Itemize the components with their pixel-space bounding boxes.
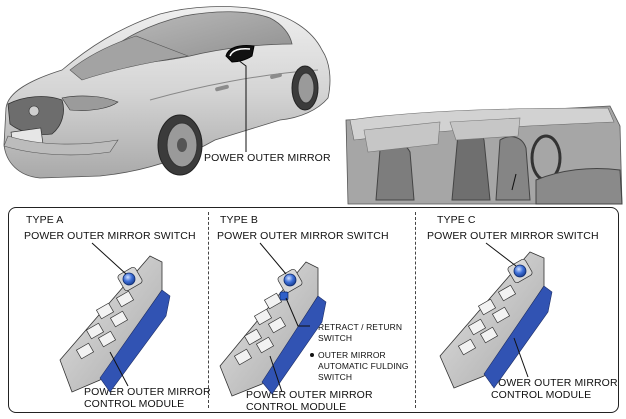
type-c-switch-panel — [439, 242, 553, 389]
type-c-heading: TYPE C — [437, 214, 476, 226]
type-b-switch-label: POWER OUTER MIRROR SWITCH — [217, 230, 389, 242]
type-a-module-label-line1: POWER OUTER MIRROR — [84, 386, 211, 398]
type-c-module-label-line1: POWER OUTER MIRROR — [491, 377, 618, 389]
auto-fold-bullet — [310, 353, 314, 357]
divider-a-b — [208, 212, 209, 408]
retract-switch-label-line2: SWITCH — [318, 333, 353, 343]
divider-b-c — [415, 212, 416, 408]
switch-types-panel — [8, 207, 619, 413]
type-b-module-label-line1: POWER OUTER MIRROR — [246, 389, 373, 401]
type-a-switch-label: POWER OUTER MIRROR SWITCH — [24, 230, 196, 242]
auto-fold-switch-label-line3: SWITCH — [318, 372, 353, 382]
type-c-switch-label: POWER OUTER MIRROR SWITCH — [427, 230, 599, 242]
power-outer-mirror-label: POWER OUTER MIRROR — [204, 152, 331, 164]
type-a-switch-panel — [59, 242, 171, 393]
type-c-module-label-line2: CONTROL MODULE — [491, 389, 592, 401]
type-a-module-label-line2: CONTROL MODULE — [84, 398, 185, 410]
retract-switch-label-line1: RETRACT / RETURN — [318, 322, 403, 332]
type-b-switch-panel — [219, 242, 327, 397]
type-b-heading: TYPE B — [220, 214, 258, 226]
car-illustration — [3, 6, 331, 179]
interior-illustration — [345, 105, 623, 205]
type-b-module-label-line2: CONTROL MODULE — [246, 401, 347, 413]
auto-fold-switch-label-line1: OUTER MIRROR — [318, 350, 386, 360]
auto-fold-switch-label-line2: AUTOMATIC FULDING — [318, 361, 409, 371]
type-a-heading: TYPE A — [26, 214, 64, 226]
